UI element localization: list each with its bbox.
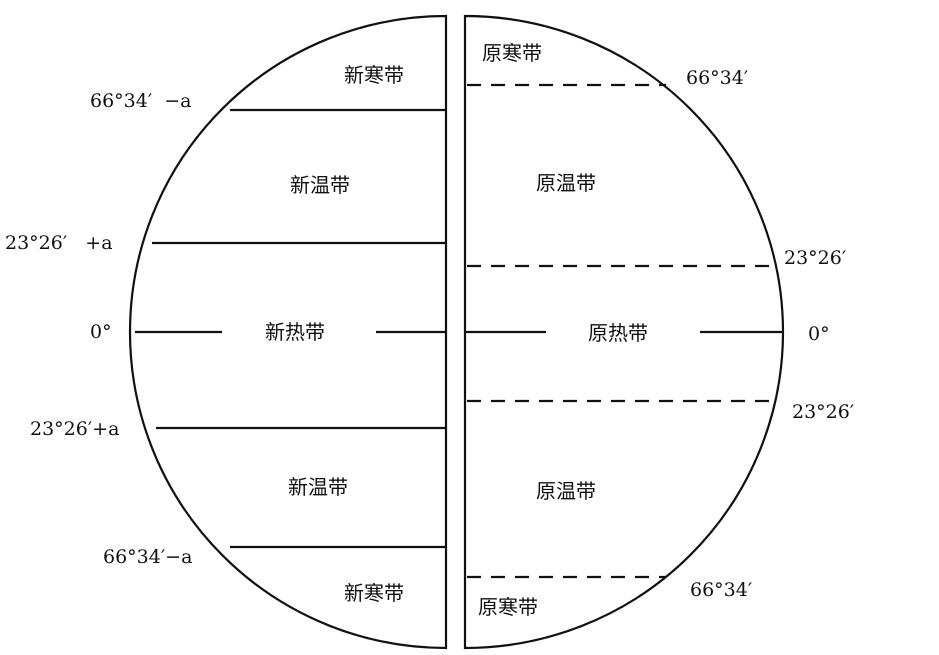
right-latitude-label: 0° bbox=[808, 323, 830, 345]
left-latitude-label: 23°26′+a bbox=[30, 418, 119, 440]
right-zone-label: 原寒带 bbox=[482, 41, 542, 65]
right-latitude-label: 66°34′ bbox=[686, 67, 748, 89]
right-zone-label: 原温带 bbox=[536, 479, 596, 503]
left-zone-label: 新温带 bbox=[290, 173, 350, 197]
right-zone-label: 原寒带 bbox=[478, 595, 538, 619]
right-half-circle bbox=[463, 14, 785, 650]
left-zone-label: 新寒带 bbox=[344, 581, 404, 605]
left-latitude-label: 0° bbox=[90, 321, 112, 343]
right-zone-label: 原热带 bbox=[588, 321, 648, 345]
left-latitude-label: 66°34′ −a bbox=[90, 90, 192, 112]
left-latitude-label: 23°26′ +a bbox=[5, 232, 113, 254]
right-zone-label: 原温带 bbox=[536, 171, 596, 195]
right-latitude-label: 66°34′ bbox=[690, 579, 752, 601]
left-latitude-label: 66°34′−a bbox=[103, 546, 192, 568]
left-zone-label: 新寒带 bbox=[344, 63, 404, 87]
left-zone-label: 新热带 bbox=[265, 320, 325, 344]
left-half-circle bbox=[128, 14, 448, 650]
right-hemisphere: 原寒带 原温带 原热带 原温带 原寒带 66°34′ 23°26′ 0° 23°… bbox=[463, 14, 854, 650]
left-hemisphere: 新寒带 新温带 新热带 新温带 新寒带 66°34′ −a 23°26′ +a … bbox=[5, 14, 448, 650]
right-latitude-label: 23°26′ bbox=[784, 247, 846, 269]
right-latitude-label: 23°26′ bbox=[792, 401, 854, 423]
left-zone-label: 新温带 bbox=[288, 475, 348, 499]
